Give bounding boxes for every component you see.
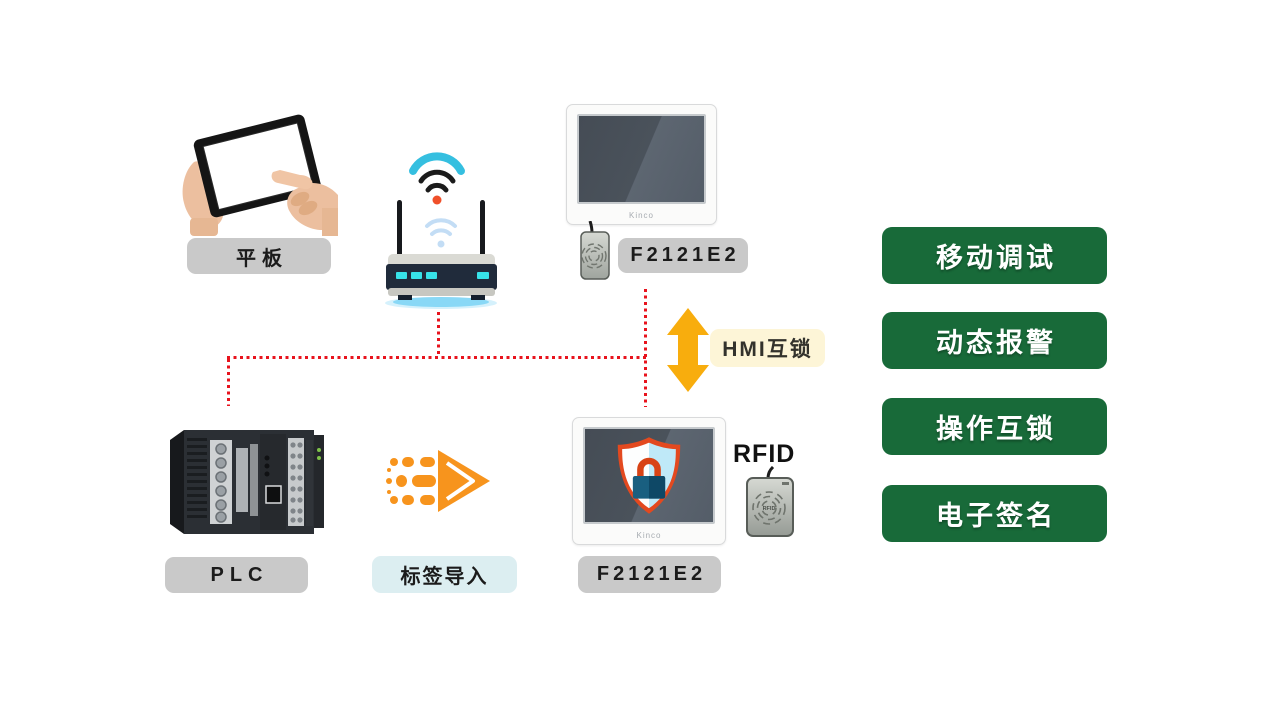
security-shield-icon xyxy=(617,436,681,514)
feature-badge-dynamic-alarm: 动态报警 xyxy=(882,312,1107,369)
hmi-bottom-monitor: Kinco xyxy=(572,417,726,545)
wifi-signal-icon xyxy=(409,152,465,205)
hmi-interlock-label: HMI互锁 xyxy=(710,329,825,367)
hmi-top-label-chip: F2121E2 xyxy=(618,238,748,273)
rfid-reader-text: RFID xyxy=(763,506,776,512)
router-illustration xyxy=(385,200,497,309)
feature-badge-e-signature: 电子签名 xyxy=(882,485,1107,542)
feature-badge-operation-interlock: 操作互锁 xyxy=(882,398,1107,455)
hmi-bottom-label-chip: F2121E2 xyxy=(578,556,721,593)
feature-badge-mobile-debug: 移动调试 xyxy=(882,227,1107,284)
connection-line-plc xyxy=(227,359,230,406)
tag-import-arrow-icon xyxy=(386,450,490,512)
rfid-title: RFID xyxy=(733,440,796,468)
rfid-reader-top-illustration xyxy=(580,221,610,280)
tag-import-label-chip: 标签导入 xyxy=(372,556,517,593)
kinco-logo-top: Kinco xyxy=(628,211,654,220)
hmi-top-monitor: Kinco xyxy=(566,104,717,225)
tablet-in-hands-illustration xyxy=(182,114,338,236)
hmi-interlock-arrow-icon xyxy=(667,308,709,392)
hmi-bottom-screen xyxy=(583,427,715,524)
connection-line-hmi xyxy=(644,289,647,407)
connection-line-router xyxy=(437,312,440,357)
kinco-logo-bottom: Kinco xyxy=(636,531,662,540)
plc-illustration xyxy=(170,430,324,534)
plc-label-chip: PLC xyxy=(165,557,308,593)
tablet-label-chip: 平板 xyxy=(187,238,331,274)
rfid-reader-illustration: RFID xyxy=(746,466,794,537)
connection-line-horizontal xyxy=(227,356,648,359)
hmi-top-screen xyxy=(577,114,706,204)
